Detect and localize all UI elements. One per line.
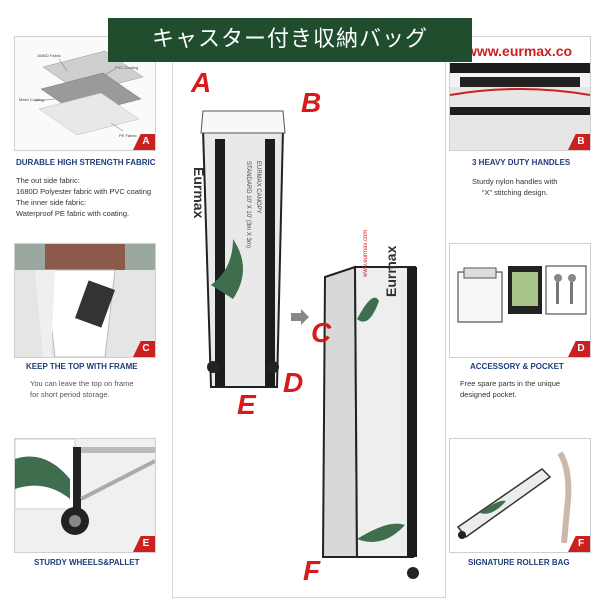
- handles-line-1: Sturdy nylon handles with: [472, 177, 558, 186]
- open-bag-url: www.eurmax.com: [363, 229, 369, 277]
- bag-line-2: STANDARD 10' X 10' (3m X 3m): [245, 161, 251, 248]
- layer-label-3: Mesh Coating: [19, 97, 44, 102]
- top-line-1: You can leave the top on frame: [30, 379, 134, 388]
- layer-label-4: PE Fabric: [119, 133, 137, 138]
- fabric-line-1: The out side fabric:: [16, 176, 80, 185]
- roller-bag-main-illustration: [200, 110, 419, 579]
- top-with-frame-illustration: [15, 244, 155, 357]
- wheels-illustration: [15, 439, 155, 535]
- roller-title: SIGNATURE ROLLER BAG: [468, 558, 570, 567]
- wheels-image: E: [14, 438, 156, 553]
- callout-a: A: [191, 67, 212, 98]
- bag-line-1: EURMAX CANOPY: [255, 161, 261, 214]
- accessory-desc: Free spare parts in the unique designed …: [460, 378, 560, 400]
- handles-image: www.eurmax.co B: [449, 36, 591, 151]
- layer-label-1: 1680D Fabric: [37, 53, 62, 58]
- handles-brand-text: www.eurmax.co: [466, 43, 573, 59]
- accessory-line-1: Free spare parts in the unique: [460, 379, 561, 388]
- handles-illustration: [450, 37, 590, 150]
- handles-line-2: “X” stitching design.: [482, 188, 548, 197]
- callout-c: C: [311, 317, 332, 348]
- top-line-2: for short period storage.: [30, 390, 110, 399]
- top-title: KEEP THE TOP WITH FRAME: [26, 362, 138, 371]
- top-desc: You can leave the top on frame for short…: [30, 378, 134, 400]
- accessory-title: ACCESSORY & POCKET: [470, 362, 564, 371]
- handles-title: 3 HEAVY DUTY HANDLES: [472, 158, 571, 167]
- fabric-title: DURABLE HIGH STRENGTH FABRIC: [16, 158, 156, 167]
- callout-b: B: [301, 87, 322, 118]
- bag-brand: Eurmax: [191, 167, 207, 219]
- callout-f: F: [303, 555, 321, 586]
- fabric-desc: The out side fabric: 1680D Polyester fab…: [16, 175, 151, 219]
- wheels-title: STURDY WHEELS&PALLET: [34, 558, 140, 567]
- fabric-line-3: The inner side fabric:: [16, 198, 87, 207]
- accessory-illustration: [457, 265, 587, 323]
- roller-image: F: [449, 438, 591, 553]
- callout-d: D: [283, 367, 304, 398]
- center-product-panel: Eurmax EURMAX CANOPY STANDARD 10' X 10' …: [172, 48, 446, 598]
- callout-e: E: [237, 389, 256, 420]
- page-banner: キャスター付き収納バッグ: [108, 18, 472, 62]
- accessory-line-2: designed pocket.: [460, 390, 517, 399]
- layer-label-2: PVC Coating: [115, 65, 139, 70]
- roller-bag-illustration: [456, 451, 572, 544]
- keep-top-image: C: [14, 243, 156, 358]
- handles-desc: Sturdy nylon handles with “X” stitching …: [472, 176, 557, 198]
- accessory-image: D: [449, 243, 591, 358]
- fabric-line-2: 1680D Polyester fabric with PVC coating: [16, 187, 152, 196]
- open-bag-brand: Eurmax: [383, 245, 399, 297]
- fabric-line-4: Waterproof PE fabric with coating.: [16, 209, 130, 218]
